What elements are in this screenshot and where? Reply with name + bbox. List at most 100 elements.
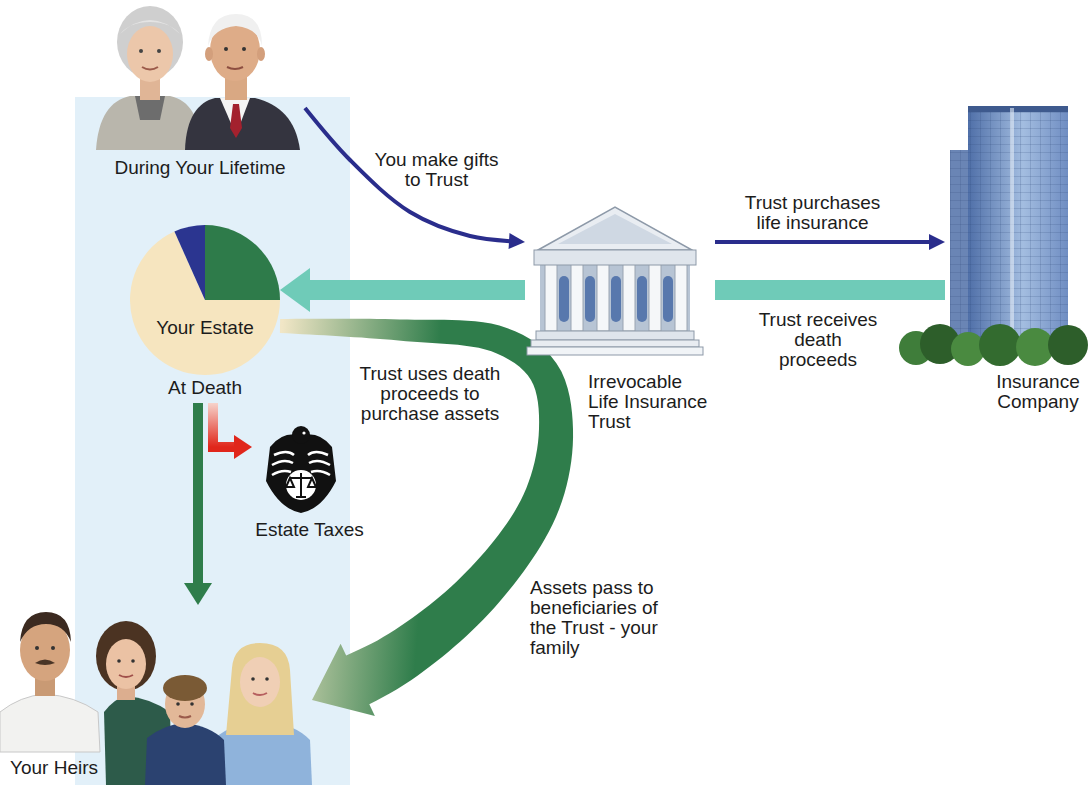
trust-building-part bbox=[527, 347, 703, 355]
heirs-photo-part bbox=[0, 694, 100, 752]
heirs-photo-part bbox=[240, 657, 280, 707]
couple-photo-part bbox=[230, 104, 242, 138]
trust-building-part bbox=[649, 264, 661, 331]
node-text-holder: Irrevocable Life Insurance Trust bbox=[588, 372, 713, 432]
heirs-photo-part bbox=[265, 677, 269, 681]
estate-tax-arrow bbox=[213, 403, 252, 459]
lifetime-panel bbox=[75, 97, 350, 785]
arrow-head bbox=[280, 268, 310, 312]
estate-pie-chart: Your Estate At Death bbox=[130, 225, 280, 403]
heirs-photo-part bbox=[253, 693, 267, 695]
node-text-holder: Your Heirs bbox=[10, 758, 130, 778]
connector-line bbox=[305, 108, 525, 242]
trust-building-part bbox=[675, 264, 687, 331]
trust-building-box: Irrevocable Life Insurance Trust bbox=[525, 205, 715, 435]
irs-eagle-logo-part bbox=[266, 434, 336, 513]
couple-photo-part bbox=[142, 67, 158, 70]
edge-label: You make gifts to Trust bbox=[368, 150, 505, 190]
heirs-photo-part bbox=[96, 621, 156, 691]
trust-assets-arrow bbox=[280, 319, 573, 716]
node-label: Your Heirs bbox=[10, 758, 98, 778]
trees-part bbox=[979, 324, 1021, 366]
connector-band bbox=[310, 280, 525, 300]
trust-building-part bbox=[637, 276, 647, 322]
edge-label: Trust receives death proceeds bbox=[753, 310, 883, 370]
node-text-holder: Your Estate bbox=[130, 318, 280, 338]
lifetime-photo-box: During Your Lifetime bbox=[95, 0, 305, 185]
purchase-arrow bbox=[715, 234, 945, 250]
arrow-head bbox=[929, 234, 945, 250]
edge-label-holder: Trust receives death proceeds bbox=[753, 310, 883, 370]
trust-building-part bbox=[663, 276, 673, 322]
insurance-company-box: Insurance Company bbox=[945, 100, 1090, 420]
edge-label-holder: Assets pass to beneficiaries of the Trus… bbox=[530, 578, 670, 658]
trust-building-part bbox=[585, 276, 595, 322]
arrow-head bbox=[509, 233, 525, 249]
heirs-photo-part bbox=[119, 675, 133, 677]
gift-arrow bbox=[305, 108, 525, 249]
node-label: At Death bbox=[168, 378, 242, 398]
node-text-holder: During Your Lifetime bbox=[95, 158, 305, 178]
insurance-skyscraper-part bbox=[968, 108, 1068, 345]
heirs-photo bbox=[0, 612, 312, 785]
heirs-photo-part bbox=[51, 646, 55, 650]
proceeds-band bbox=[715, 280, 945, 300]
heirs-photo-part bbox=[251, 677, 255, 681]
edge-label-holder: Trust uses death proceeds to purchase as… bbox=[349, 364, 511, 424]
arrow-head bbox=[184, 583, 212, 605]
heirs-photo-part bbox=[145, 723, 226, 785]
couple-photo-part bbox=[157, 49, 161, 53]
trust-building-part bbox=[531, 340, 699, 347]
trust-building-part bbox=[558, 214, 672, 244]
connector-line bbox=[213, 403, 252, 447]
heirs-photo-part bbox=[106, 639, 146, 689]
heirs-photo-part bbox=[163, 675, 207, 701]
irs-eagle-logo-part bbox=[286, 473, 316, 497]
heirs-photo-box: Your Heirs bbox=[0, 605, 312, 785]
trees bbox=[899, 324, 1088, 366]
couple-photo-part bbox=[257, 47, 265, 61]
node-label: Insurance Company bbox=[990, 372, 1086, 412]
estate-taxes-box: Estate Taxes bbox=[252, 422, 367, 547]
connector-band bbox=[280, 319, 573, 716]
trust-building-part bbox=[538, 207, 692, 250]
node-text-holder: Insurance Company bbox=[990, 372, 1086, 412]
trust-building-part bbox=[559, 276, 569, 322]
node-text-holder: At Death bbox=[130, 378, 280, 398]
edge-label-holder: You make gifts to Trust bbox=[368, 150, 505, 190]
heirs-photo-part bbox=[190, 702, 194, 706]
irs-eagle-logo-part bbox=[286, 470, 316, 500]
connector-line bbox=[193, 403, 203, 605]
edge-label: Trust uses death proceeds to purchase as… bbox=[349, 364, 511, 424]
insurance-skyscraper-part bbox=[968, 106, 1068, 112]
couple-photo-part bbox=[208, 14, 262, 46]
insurance-skyscraper-part bbox=[968, 108, 1068, 345]
couple-photo-part bbox=[139, 49, 143, 53]
trust-building-part bbox=[597, 264, 609, 331]
trust-building-part bbox=[545, 264, 557, 331]
edge-label: Trust purchases life insurance bbox=[740, 193, 885, 233]
pie-slice bbox=[205, 225, 280, 300]
trust-building-part bbox=[623, 264, 635, 331]
arrow-head bbox=[234, 435, 252, 459]
heirs-photo-part bbox=[131, 659, 135, 663]
trust-building-part bbox=[571, 264, 583, 331]
couple-photo-part bbox=[227, 67, 243, 69]
couple-photo-part bbox=[185, 98, 300, 150]
trust-building-part bbox=[611, 276, 621, 322]
heirs-photo-part bbox=[35, 646, 39, 650]
proceeds-band-arrow bbox=[280, 268, 525, 312]
insurance-skyscraper-part bbox=[1010, 108, 1014, 345]
couple-photo-part bbox=[120, 20, 180, 34]
insurance-skyscraper bbox=[950, 106, 1068, 345]
trust-building-part bbox=[536, 331, 694, 340]
trust-building bbox=[527, 207, 703, 355]
couple-photo bbox=[96, 6, 300, 150]
irs-eagle-logo bbox=[266, 426, 336, 513]
couple-photo-part bbox=[224, 47, 228, 51]
trust-building-part bbox=[540, 264, 690, 332]
pie-chart bbox=[130, 225, 280, 403]
